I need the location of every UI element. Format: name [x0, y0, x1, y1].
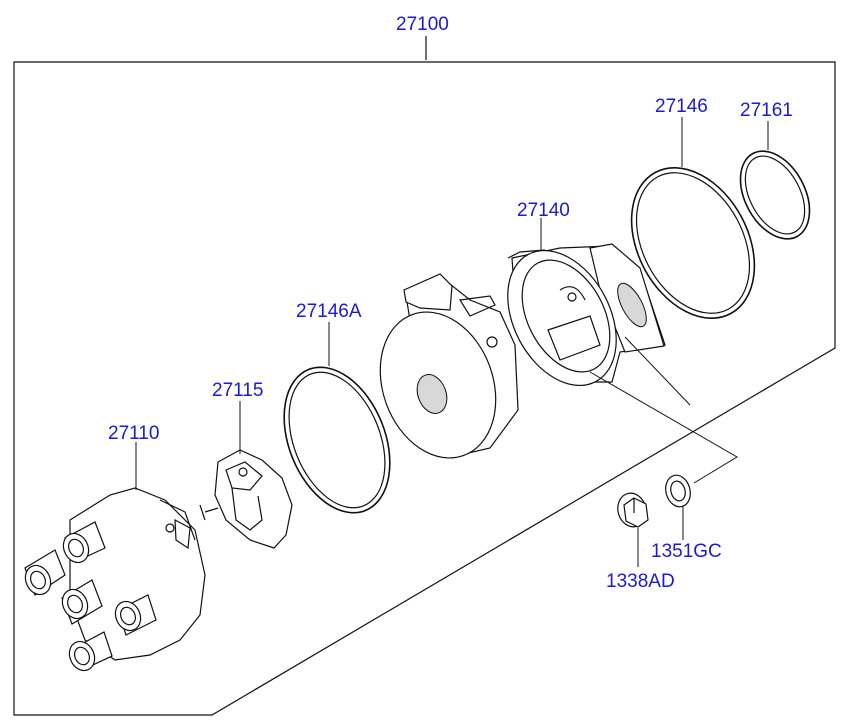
- label-27146[interactable]: 27146: [655, 96, 708, 117]
- cap-27110[interactable]: [21, 442, 206, 675]
- oring-large-27146[interactable]: [607, 117, 779, 339]
- label-27110[interactable]: 27110: [108, 423, 159, 444]
- oring-back-27161[interactable]: [726, 121, 823, 251]
- washer-1351GC[interactable]: [662, 472, 693, 540]
- label-1338AD[interactable]: 1338AD: [606, 571, 675, 592]
- assembly-frame: [13, 36, 836, 716]
- rotor-27115[interactable]: [199, 401, 293, 549]
- fastener-leader: [589, 336, 738, 484]
- assembly-label[interactable]: 27100: [396, 14, 449, 35]
- label-27146A[interactable]: 27146A: [296, 301, 362, 322]
- center-body: [379, 273, 519, 459]
- housing-27140[interactable]: [486, 218, 666, 404]
- label-27140[interactable]: 27140: [517, 200, 570, 221]
- cap-posts: [24, 521, 157, 672]
- label-27115[interactable]: 27115: [212, 380, 263, 401]
- label-27161[interactable]: 27161: [740, 100, 793, 121]
- oring-small-27146A[interactable]: [264, 322, 410, 528]
- label-1351GC[interactable]: 1351GC: [651, 541, 722, 562]
- nut-1338AD[interactable]: [614, 490, 650, 567]
